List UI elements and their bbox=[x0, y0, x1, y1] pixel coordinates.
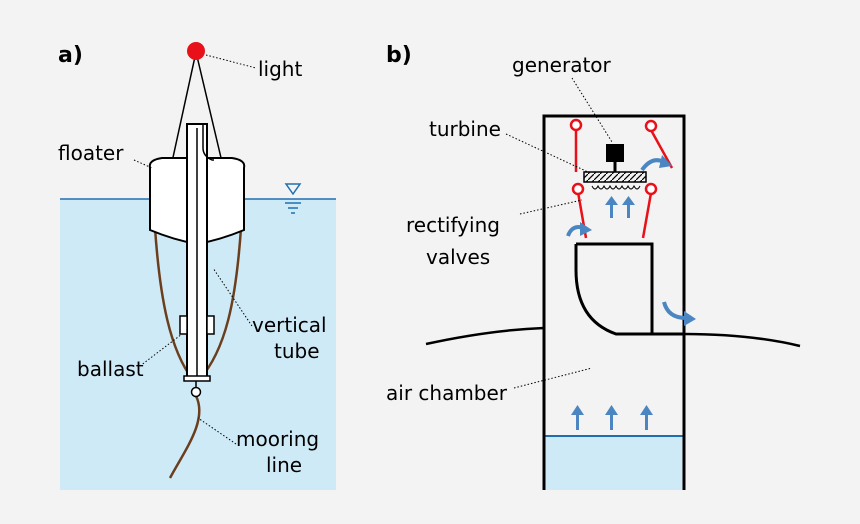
airflow-arrows bbox=[571, 196, 653, 430]
ballast-right bbox=[206, 315, 215, 335]
label-floater: floater bbox=[58, 141, 124, 165]
mooring-line-left bbox=[153, 227, 194, 381]
label-rectifying: rectifying bbox=[406, 213, 500, 237]
panel-a-label: a) bbox=[58, 43, 83, 68]
panel-b: b) bbox=[386, 43, 801, 490]
generator bbox=[606, 144, 624, 162]
air-chamber-walls bbox=[542, 114, 686, 490]
turbine bbox=[583, 171, 647, 183]
chamber-water bbox=[544, 436, 684, 490]
label-ballast: ballast bbox=[77, 357, 144, 381]
light-icon bbox=[187, 42, 205, 60]
panel-b-label: b) bbox=[386, 43, 412, 68]
label-mooring: mooring bbox=[236, 427, 319, 451]
water-level-icon bbox=[284, 183, 302, 214]
ballast-left bbox=[179, 315, 188, 335]
label-line: line bbox=[266, 453, 302, 477]
label-generator: generator bbox=[512, 53, 612, 77]
panel-a: a) bbox=[58, 42, 336, 490]
inner-duct bbox=[574, 242, 684, 336]
label-tube: tube bbox=[274, 339, 320, 363]
label-light: light bbox=[258, 57, 302, 81]
mooring-line bbox=[168, 395, 201, 479]
label-vertical: vertical bbox=[252, 313, 327, 337]
label-air-chamber: air chamber bbox=[386, 381, 508, 405]
label-valves: valves bbox=[426, 245, 490, 269]
label-turbine: turbine bbox=[429, 117, 501, 141]
